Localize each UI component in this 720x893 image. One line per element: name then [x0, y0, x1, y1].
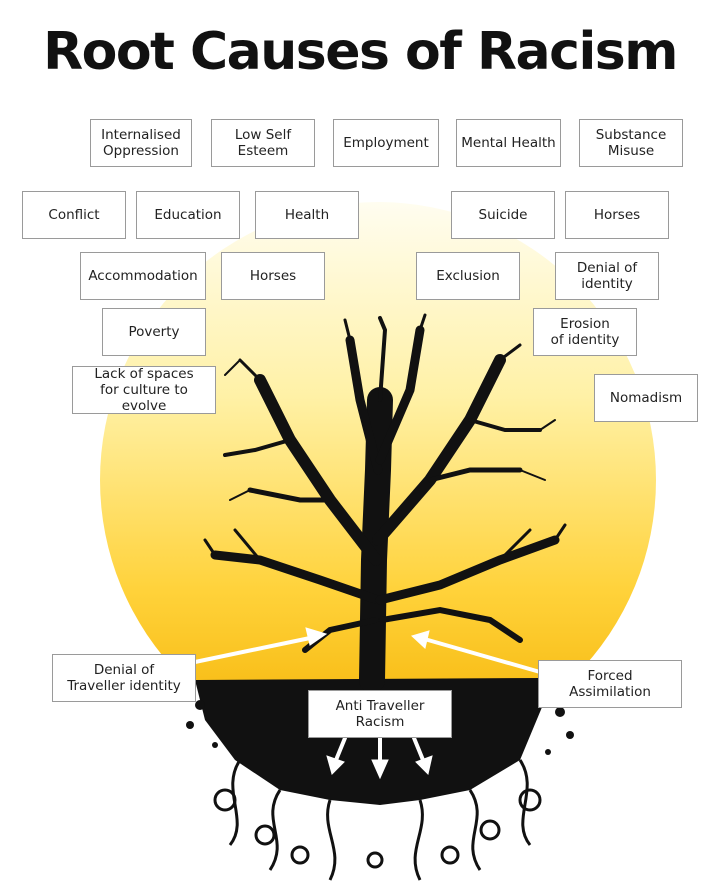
root-dots: [186, 700, 574, 755]
cause-low-self-esteem: Low Self Esteem: [211, 119, 315, 167]
cause-label: Accommodation: [88, 268, 198, 284]
cause-conflict: Conflict: [22, 191, 126, 239]
cause-horses-left: Horses: [221, 252, 325, 300]
root-denial-traveller-identity: Denial of Traveller identity: [52, 654, 196, 702]
cause-label: Poverty: [128, 324, 180, 340]
cause-label: Health: [284, 207, 330, 223]
root-label: Forced Assimilation: [569, 668, 651, 700]
cause-label: Denial of identity: [576, 260, 638, 292]
cause-lack-of-spaces: Lack of spaces for culture to evolve: [72, 366, 216, 414]
cause-health: Health: [255, 191, 359, 239]
cause-substance-misuse: Substance Misuse: [579, 119, 683, 167]
cause-nomadism: Nomadism: [594, 374, 698, 422]
cause-label: Conflict: [48, 207, 100, 223]
cause-mental-health: Mental Health: [456, 119, 561, 167]
cause-label: Horses: [249, 268, 297, 284]
cause-label: Mental Health: [461, 135, 556, 151]
cause-internalised-oppression: Internalised Oppression: [90, 119, 192, 167]
cause-exclusion: Exclusion: [416, 252, 520, 300]
root-label: Denial of Traveller identity: [67, 662, 181, 694]
cause-label: Nomadism: [609, 390, 683, 406]
tree: [203, 313, 567, 693]
cause-label: Internalised Oppression: [101, 127, 181, 159]
cause-label: Lack of spaces for culture to evolve: [94, 366, 194, 414]
cause-denial-of-identity: Denial of identity: [555, 252, 659, 300]
ground: [195, 678, 545, 805]
cause-label: Erosion of identity: [550, 316, 620, 348]
cause-poverty: Poverty: [102, 308, 206, 356]
roots: [213, 759, 542, 881]
cause-label: Substance Misuse: [595, 127, 667, 159]
cause-accommodation: Accommodation: [80, 252, 206, 300]
root-anti-traveller-racism: Anti Traveller Racism: [308, 690, 452, 738]
cause-education: Education: [136, 191, 240, 239]
cause-label: Exclusion: [436, 268, 500, 284]
cause-label: Horses: [593, 207, 641, 223]
arrows: [193, 627, 542, 780]
cause-erosion-of-identity: Erosion of identity: [533, 308, 637, 356]
root-label: Anti Traveller Racism: [335, 698, 425, 730]
page-title: Root Causes of Racism: [43, 22, 678, 82]
cause-label: Suicide: [478, 207, 528, 223]
root-forced-assimilation: Forced Assimilation: [538, 660, 682, 708]
cause-employment: Employment: [333, 119, 439, 167]
cause-horses-right: Horses: [565, 191, 669, 239]
cause-label: Education: [154, 207, 222, 223]
cause-suicide: Suicide: [451, 191, 555, 239]
cause-label: Employment: [343, 135, 429, 151]
cause-label: Low Self Esteem: [234, 127, 292, 159]
